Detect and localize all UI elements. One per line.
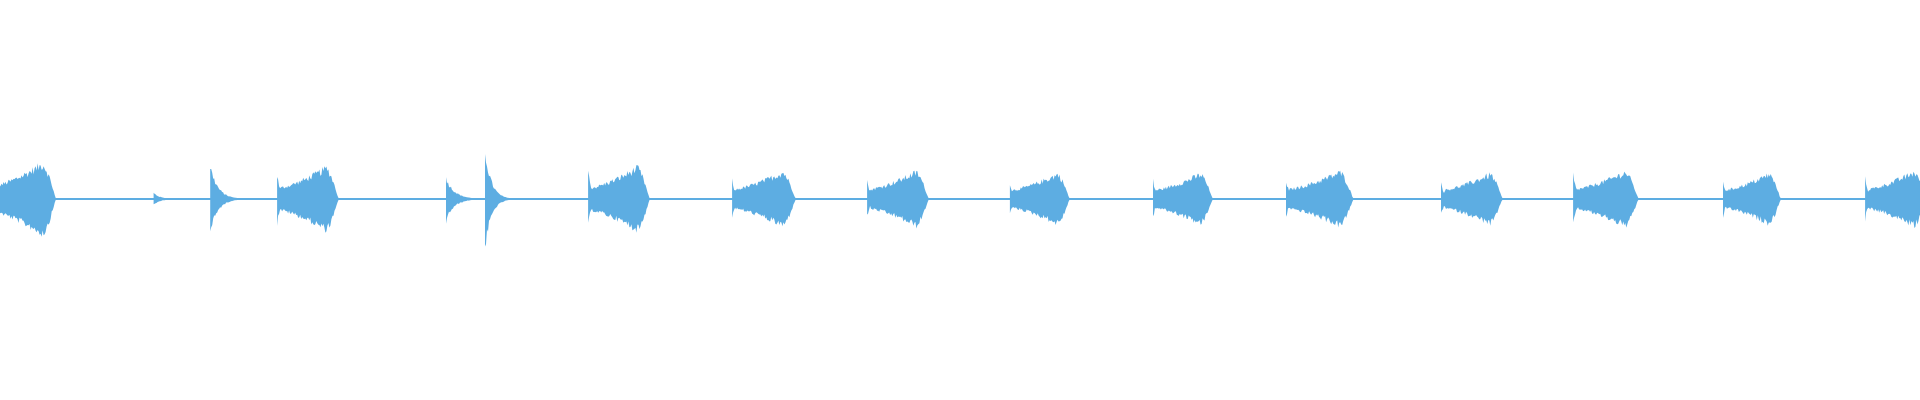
waveform-spike bbox=[153, 192, 179, 205]
waveform-burst bbox=[0, 163, 56, 237]
waveform-burst bbox=[732, 172, 796, 227]
waveform-spike bbox=[210, 169, 241, 232]
waveform-burst bbox=[588, 165, 650, 233]
waveform-burst bbox=[1723, 173, 1781, 226]
waveform-spike bbox=[485, 154, 510, 247]
waveform-burst bbox=[1865, 171, 1920, 228]
waveform-burst bbox=[1573, 171, 1639, 228]
waveform-burst bbox=[277, 166, 339, 233]
waveform-burst bbox=[1153, 173, 1213, 225]
waveform-events bbox=[0, 154, 1920, 247]
waveform-spike bbox=[446, 177, 481, 224]
waveform-burst bbox=[1441, 172, 1503, 226]
waveform-burst bbox=[867, 170, 929, 229]
waveform-burst bbox=[1286, 170, 1354, 228]
waveform-burst bbox=[1009, 173, 1070, 225]
